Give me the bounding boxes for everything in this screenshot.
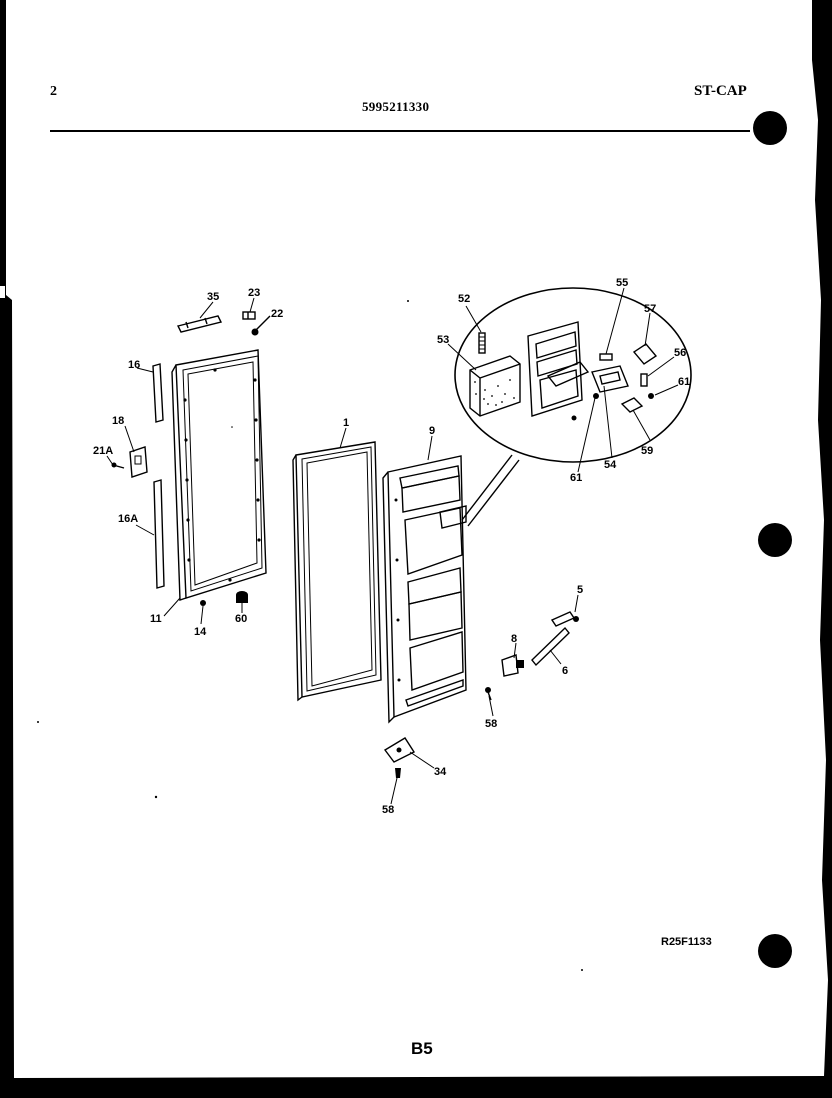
callout-14: 14 bbox=[194, 626, 207, 638]
callout-16: 16 bbox=[128, 359, 140, 371]
callout-55: 55 bbox=[616, 277, 628, 289]
document-number: 5995211330 bbox=[362, 99, 430, 114]
screw-part bbox=[242, 311, 271, 336]
callout-9: 9 bbox=[429, 425, 435, 437]
detail-leader bbox=[461, 454, 513, 521]
page-number: 2 bbox=[50, 84, 57, 99]
callout-leaders bbox=[106, 287, 679, 805]
binder-hole bbox=[758, 934, 792, 968]
scan-mark bbox=[0, 286, 5, 298]
page-code: B5 bbox=[411, 1039, 433, 1058]
plug-part bbox=[200, 591, 248, 606]
bottom-hinge-part bbox=[383, 737, 416, 778]
callout-58-right: 58 bbox=[485, 718, 497, 730]
door-stop-part bbox=[485, 611, 579, 701]
callout-23: 23 bbox=[248, 287, 260, 299]
callout-21a: 21A bbox=[93, 445, 113, 457]
scan-specks bbox=[37, 300, 583, 971]
callout-6: 6 bbox=[562, 665, 568, 677]
callout-1: 1 bbox=[343, 417, 349, 429]
callout-56: 56 bbox=[674, 347, 686, 359]
callout-61-left: 61 bbox=[570, 472, 582, 484]
reference-code: R25F1133 bbox=[661, 936, 712, 948]
callout-22: 22 bbox=[271, 308, 283, 320]
detail-leader bbox=[467, 459, 520, 527]
callout-8: 8 bbox=[511, 633, 517, 645]
callout-58-bottom: 58 bbox=[382, 804, 394, 816]
hinge-bracket-part bbox=[129, 446, 148, 478]
callout-54: 54 bbox=[604, 459, 617, 471]
callout-16a: 16A bbox=[118, 513, 138, 525]
callout-35: 35 bbox=[207, 291, 219, 303]
callout-18: 18 bbox=[112, 415, 124, 427]
trim-strip-part bbox=[152, 363, 165, 589]
door-gasket bbox=[292, 441, 382, 702]
screw-part bbox=[111, 462, 125, 469]
handle-cap-part bbox=[176, 315, 223, 333]
binder-hole bbox=[758, 523, 792, 557]
callout-5: 5 bbox=[577, 584, 583, 596]
callout-52: 52 bbox=[458, 293, 470, 305]
binder-hole bbox=[753, 111, 787, 145]
callout-60: 60 bbox=[235, 613, 247, 625]
callout-11: 11 bbox=[150, 613, 162, 625]
door-frame bbox=[171, 349, 267, 601]
callout-59: 59 bbox=[641, 445, 653, 457]
callout-53: 53 bbox=[437, 334, 449, 346]
detail-circle bbox=[454, 287, 692, 463]
model-code: ST-CAP bbox=[694, 83, 747, 99]
header-rule bbox=[50, 130, 750, 132]
callout-34: 34 bbox=[434, 766, 447, 778]
callout-61-right: 61 bbox=[678, 376, 690, 388]
door-liner bbox=[382, 455, 467, 724]
callout-57: 57 bbox=[644, 303, 656, 315]
